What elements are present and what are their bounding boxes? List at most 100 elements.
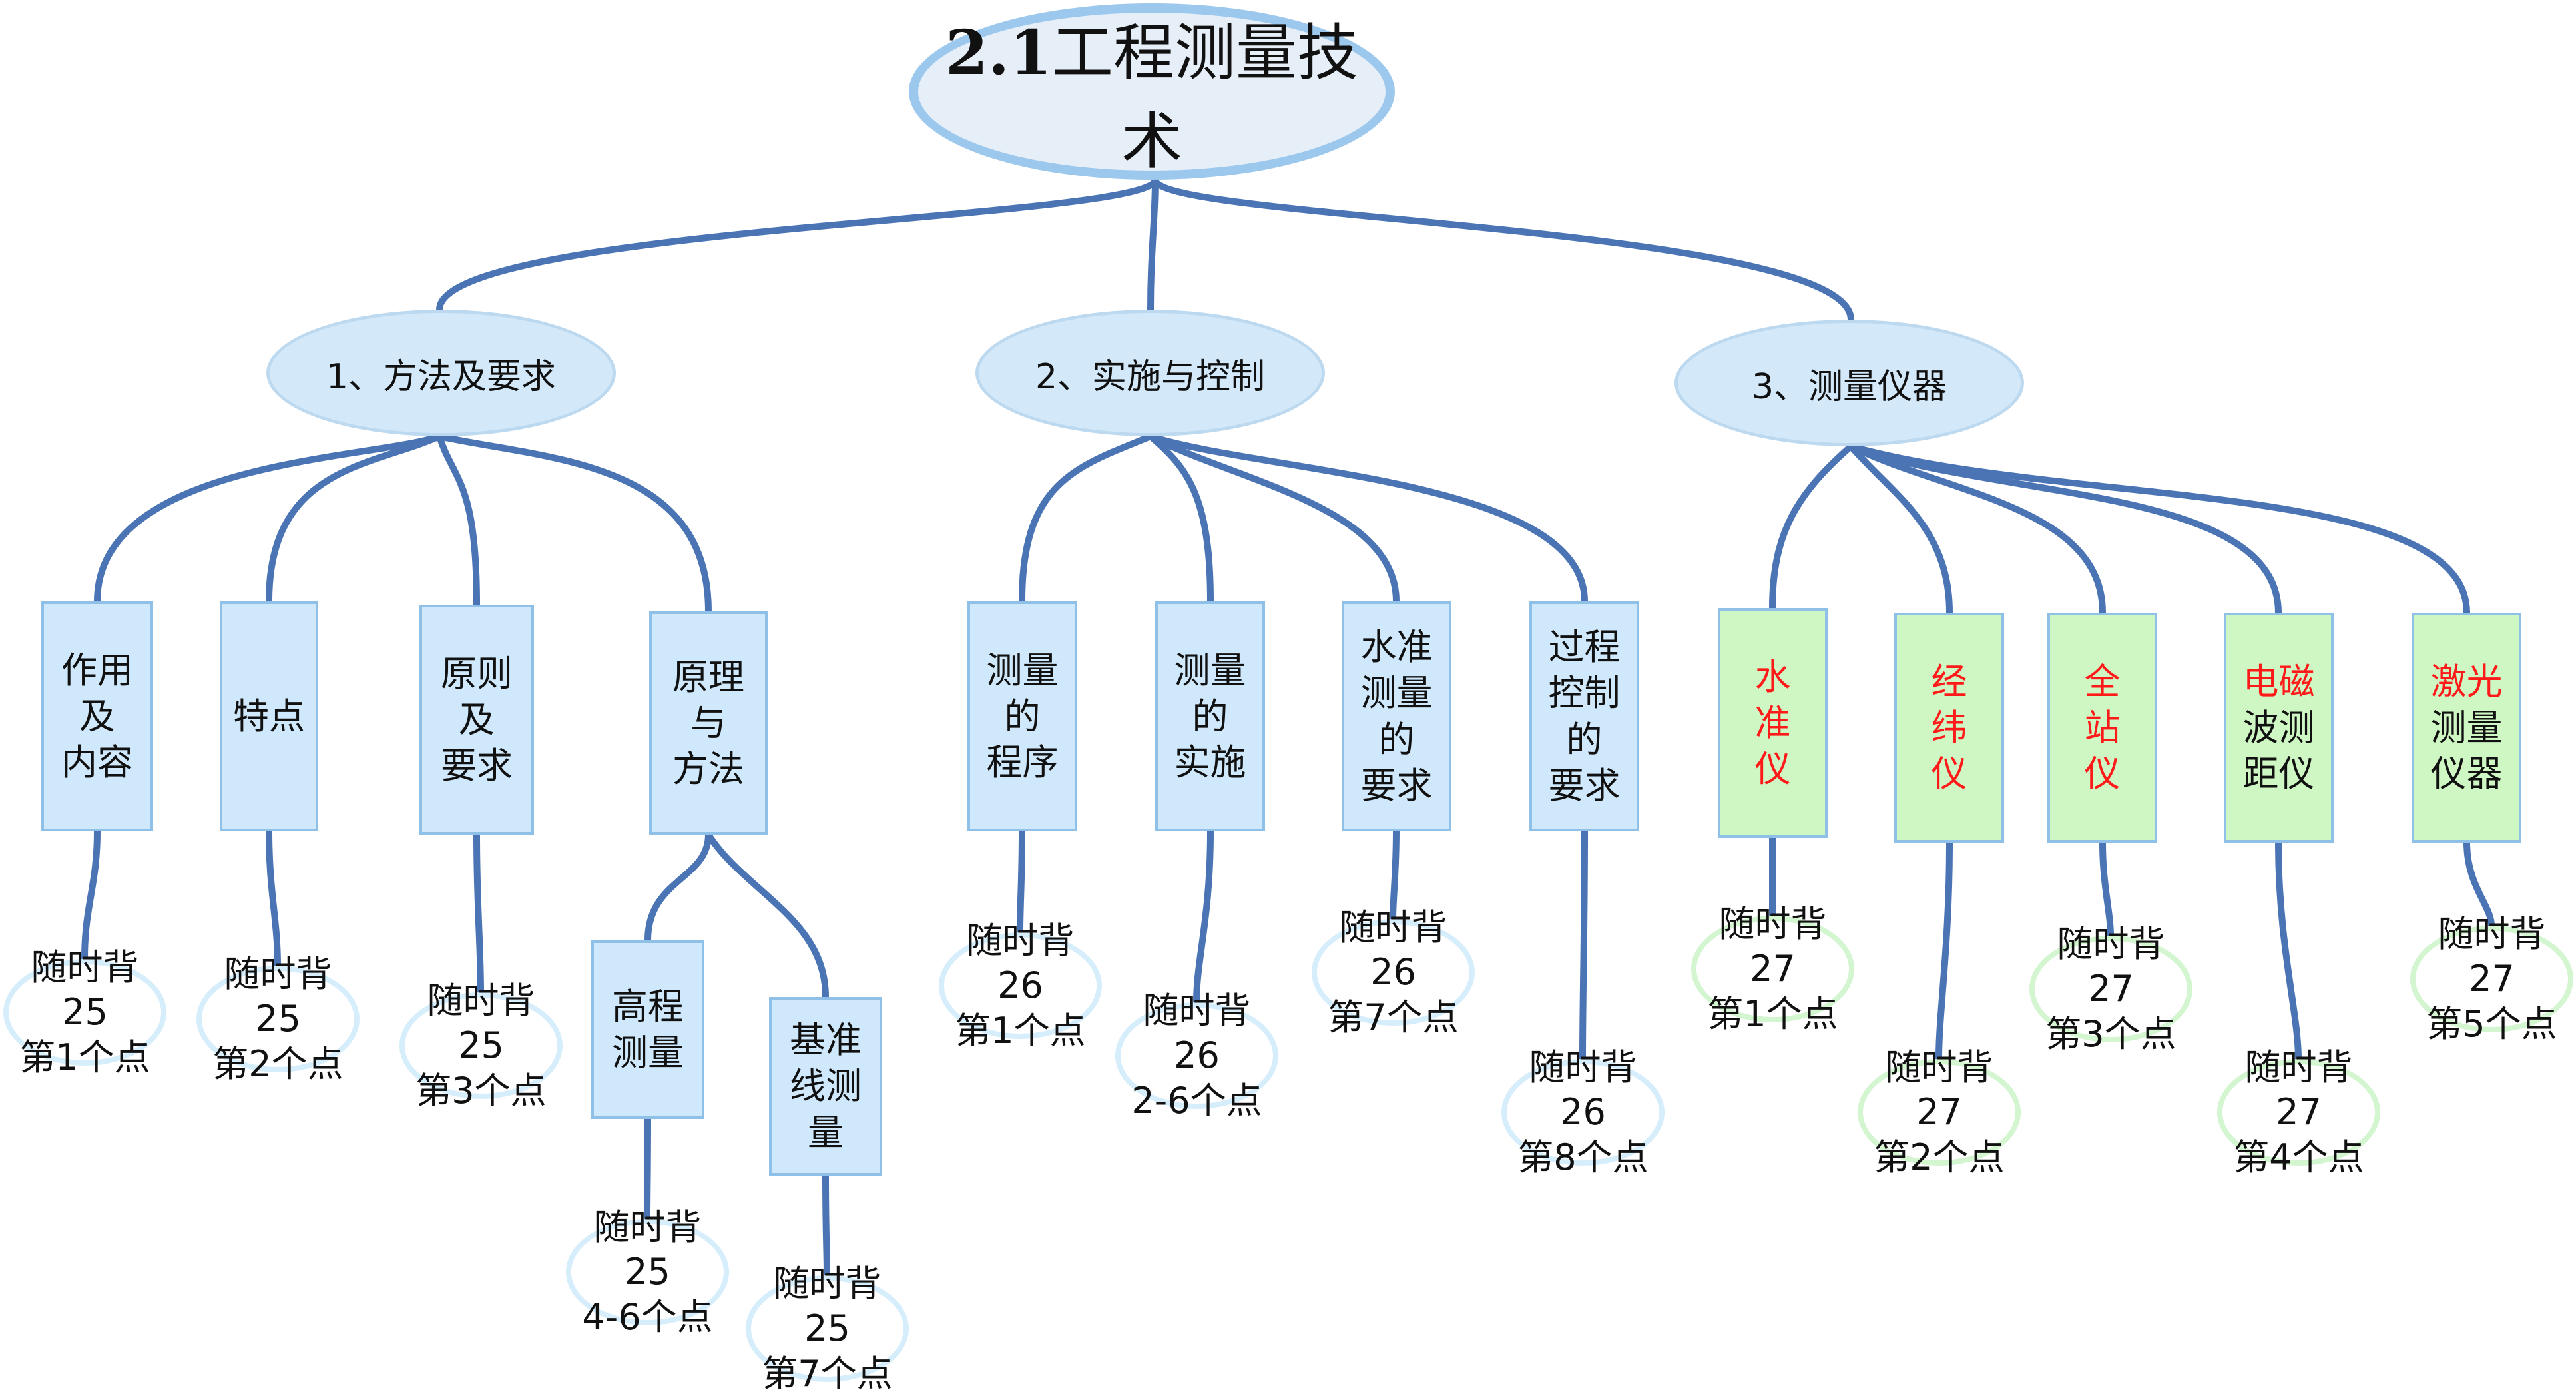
leaf-label: 特点: [233, 693, 305, 739]
root-node[interactable]: 2.1工程测量技术: [909, 3, 1395, 180]
leaf-role-content[interactable]: 作用及内容: [41, 601, 153, 831]
connector-line: [1579, 828, 1588, 1062]
leaf-label-line: 要求: [441, 745, 513, 787]
leaf-label-line: 的: [1004, 695, 1041, 737]
leaf-elevation-survey[interactable]: 高程测量: [591, 940, 704, 1119]
leaf-process-control-requirements[interactable]: 过程控制的要求: [1529, 601, 1639, 831]
leaf-leveling-requirements[interactable]: 水准测量的要求: [1342, 601, 1451, 831]
leaf-characteristics[interactable]: 特点: [220, 601, 318, 831]
connector-line: [1147, 176, 1159, 313]
note-line: 随时背25: [224, 952, 332, 1040]
connector-line: [1848, 443, 1953, 616]
connector-line: [436, 433, 480, 608]
note-line: 第7个点: [762, 1352, 893, 1395]
note-line: 随时背27: [1718, 902, 1827, 990]
note-line: 第1个点: [955, 1009, 1086, 1052]
leaf-survey-procedure[interactable]: 测量的程序: [967, 601, 1077, 831]
root-title: 2.1工程测量技术: [945, 16, 1359, 177]
note-line: 随时背26: [1529, 1046, 1637, 1134]
leaf-label-line: 要求: [1548, 764, 1621, 807]
branch-implementation[interactable]: 2、实施与控制: [975, 310, 1325, 436]
note-line: 随时背25: [593, 1206, 702, 1293]
leaf-label-line: 电磁: [2242, 660, 2315, 703]
note-line: 随时背27: [2057, 922, 2165, 1010]
leaf-label-line: 及: [79, 695, 115, 737]
note-line: 第7个点: [1328, 996, 1459, 1038]
leaf-principles-requirements[interactable]: 原则及要求: [419, 605, 534, 835]
leaf-emd-instrument[interactable]: 电磁波测距仪: [2224, 613, 2334, 843]
note-line: 第5个点: [2426, 1002, 2557, 1045]
connector-line: [266, 828, 281, 969]
leaf-label-line: 测量: [986, 649, 1059, 691]
leaf-label-line: 站: [2084, 706, 2121, 749]
leaf-label-line: 及: [459, 698, 495, 741]
leaf-label-line: 水准: [1360, 626, 1433, 669]
leaf-label-line: 控制: [1548, 672, 1621, 715]
note-line: 随时背26: [1339, 906, 1447, 994]
connector-line: [266, 433, 443, 605]
leaf-survey-implementation[interactable]: 测量的实施: [1155, 601, 1265, 831]
leaf-baseline-survey[interactable]: 基准线测量: [769, 997, 882, 1176]
leaf-label-line: 量: [808, 1111, 844, 1154]
leaf-label: 过程控制的要求: [1549, 624, 1621, 808]
branch-methods[interactable]: 1、方法及要求: [266, 310, 616, 436]
leaf-label-line: 的: [1378, 718, 1415, 761]
connector-line: [1848, 443, 2282, 616]
leaf-label-line: 原则: [441, 652, 513, 695]
note-line: 随时背26: [966, 919, 1075, 1007]
leaf-label-line: 全: [2084, 660, 2121, 703]
leaf-label: 水准仪: [1755, 654, 1791, 792]
leaf-label: 高程测量: [612, 984, 684, 1076]
leaf-label: 激光测量仪器: [2431, 659, 2503, 797]
note-line: 4-6个点: [582, 1295, 713, 1338]
leaf-label-line: 内容: [61, 741, 133, 784]
leaf-total-station[interactable]: 全站仪: [2047, 613, 2157, 843]
connector-line: [94, 433, 443, 605]
leaf-level-instrument[interactable]: 水准仪: [1718, 608, 1828, 838]
leaf-label-line: 激光: [2430, 660, 2503, 703]
connector-line: [644, 831, 712, 944]
note-line: 随时背25: [773, 1262, 882, 1350]
connector-line: [1147, 433, 1214, 605]
note-line: 第3个点: [415, 1069, 547, 1112]
connector-line: [473, 831, 484, 996]
leaf-label-line: 仪: [2084, 753, 2121, 795]
leaf-label-line: 程序: [986, 741, 1059, 784]
leaf-label-line: 经: [1931, 660, 1967, 703]
leaf-label: 作用及内容: [61, 647, 133, 785]
leaf-laser-instrument[interactable]: 激光测量仪器: [2412, 613, 2521, 843]
connector-line: [436, 433, 712, 615]
leaf-label-line: 特点: [233, 695, 305, 737]
leaf-label: 水准测量的要求: [1361, 624, 1433, 808]
leaf-theory-methods[interactable]: 原理与方法: [649, 611, 768, 835]
leaf-label-line: 的: [1192, 695, 1228, 737]
connector-line: [644, 1116, 651, 1222]
note-line: 随时背25: [427, 979, 535, 1067]
leaf-label: 全站仪: [2085, 659, 2121, 797]
branch-instruments[interactable]: 3、测量仪器: [1674, 320, 2024, 446]
connector-line: [2099, 839, 2114, 939]
leaf-label-line: 作用: [61, 649, 133, 691]
note-line: 第8个点: [1517, 1136, 1649, 1178]
leaf-theodolite[interactable]: 经纬仪: [1894, 613, 2004, 843]
connector-line: [1147, 433, 1588, 605]
note-line: 第2个点: [1874, 1136, 2005, 1178]
connector-line: [2275, 839, 2302, 1062]
leaf-label: 测量的实施: [1174, 647, 1246, 785]
note-line: 随时背26: [1143, 989, 1251, 1077]
